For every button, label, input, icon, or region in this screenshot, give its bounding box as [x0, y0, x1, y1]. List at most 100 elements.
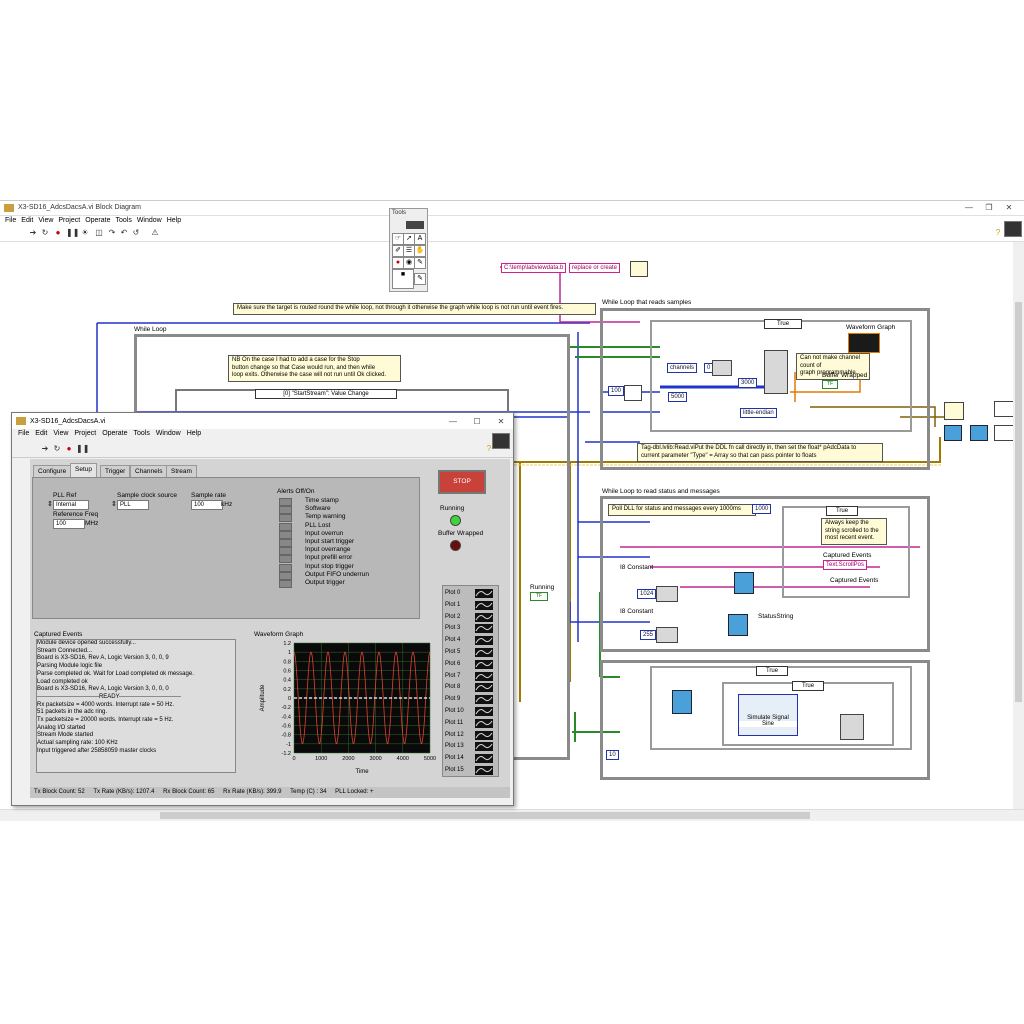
inner-simulate-case-selector[interactable]: True — [792, 681, 824, 691]
plot-legend-item[interactable]: Plot 2 — [445, 612, 497, 623]
maximize-icon[interactable]: ☐ — [473, 417, 481, 426]
get-color-tool-icon[interactable]: ✎ — [414, 257, 426, 269]
alert-toggle[interactable] — [279, 539, 292, 547]
plot-legend-item[interactable]: Plot 12 — [445, 730, 497, 741]
menu-tools[interactable]: Tools — [115, 217, 132, 224]
alert-toggle[interactable] — [279, 580, 292, 588]
pll-ref-select[interactable]: Internal — [53, 500, 89, 510]
menu-operate[interactable]: Operate — [102, 430, 128, 437]
menu-operate[interactable]: Operate — [85, 217, 111, 224]
error-handler-node-2[interactable] — [994, 425, 1014, 441]
tab-stream[interactable]: Stream — [166, 465, 197, 477]
menu-file[interactable]: File — [5, 217, 17, 224]
captured-events-text[interactable]: Module device opened successfully...Stre… — [36, 639, 236, 773]
menu-edit[interactable]: Edit — [21, 217, 34, 224]
array-node-1[interactable] — [712, 360, 732, 376]
error-handler-node-1[interactable] — [994, 401, 1014, 417]
plot-legend-item[interactable]: Plot 11 — [445, 718, 497, 729]
step-out-icon[interactable]: ↺ — [132, 228, 140, 237]
menu-project[interactable]: Project — [74, 430, 97, 437]
simulate-case-selector[interactable]: True — [756, 666, 788, 676]
context-help-icon[interactable]: ? — [995, 228, 1001, 237]
block-diagram-horizontal-scrollbar[interactable] — [0, 809, 1024, 821]
automatic-tool-icon[interactable] — [406, 221, 424, 229]
status-while-loop[interactable] — [600, 496, 930, 652]
constant-255[interactable]: 255 — [640, 630, 657, 640]
constant-100[interactable]: 100 — [608, 386, 625, 396]
menu-view[interactable]: View — [38, 217, 54, 224]
plot-legend-item[interactable]: Plot 4 — [445, 635, 497, 646]
position-tool-icon[interactable]: ➚ — [403, 233, 415, 245]
endian-constant[interactable]: little-endian — [740, 408, 777, 418]
plot-legend-item[interactable]: Plot 13 — [445, 741, 497, 752]
waveform-graph-terminal[interactable] — [848, 333, 880, 353]
menu-help[interactable]: Help — [166, 217, 182, 224]
menu-tools[interactable]: Tools — [133, 430, 150, 437]
context-help-icon[interactable]: ? — [486, 444, 492, 453]
pause-icon[interactable]: ❚❚ — [76, 444, 90, 453]
menu-file[interactable]: File — [18, 430, 30, 437]
step-into-icon[interactable]: ↷ — [108, 228, 116, 237]
plot-legend-item[interactable]: Plot 3 — [445, 623, 497, 634]
close-file-node[interactable] — [944, 402, 964, 420]
plot-legend-item[interactable]: Plot 15 — [445, 765, 497, 776]
wait-ms-node[interactable] — [624, 385, 642, 401]
menu-help[interactable]: Help — [186, 430, 202, 437]
sample-rate-input[interactable]: 100 — [191, 500, 223, 510]
plot-legend-item[interactable]: Plot 1 — [445, 600, 497, 611]
constant-1000[interactable]: 1000 — [752, 504, 772, 514]
tab-setup[interactable]: Setup — [70, 463, 97, 477]
constant-3000[interactable]: 3000 — [738, 378, 758, 388]
plot-legend-item[interactable]: Plot 7 — [445, 671, 497, 682]
samples-case-selector[interactable]: True — [764, 319, 802, 329]
abort-icon[interactable]: ● — [55, 228, 61, 237]
array-node-3[interactable] — [656, 627, 678, 643]
read-dll-node[interactable] — [764, 350, 788, 394]
highlight-execution-icon[interactable]: ☀ — [81, 228, 89, 237]
alert-toggle[interactable] — [279, 530, 292, 539]
alert-toggle[interactable] — [279, 506, 292, 515]
alert-toggle[interactable] — [279, 498, 292, 506]
constant-1024[interactable]: 1024 — [637, 589, 657, 599]
run-continuously-icon[interactable]: ↻ — [41, 228, 49, 237]
channels-constant[interactable]: channels — [667, 363, 698, 373]
plot-legend-item[interactable]: Plot 10 — [445, 706, 497, 717]
alert-toggle[interactable] — [279, 563, 292, 572]
close-icon[interactable]: ✕ — [497, 417, 505, 426]
plot-legend-item[interactable]: Plot 14 — [445, 753, 497, 764]
menu-edit[interactable]: Edit — [35, 430, 48, 437]
run-arrow-icon[interactable]: ➔ — [29, 228, 37, 237]
plot-legend-item[interactable]: Plot 8 — [445, 682, 497, 693]
reference-freq-input[interactable]: 100 — [53, 519, 85, 529]
menu-window[interactable]: Window — [155, 430, 181, 437]
simulate-dll-node[interactable] — [672, 690, 692, 714]
block-diagram-vertical-scrollbar[interactable] — [1013, 242, 1024, 809]
maximize-icon[interactable]: ❐ — [985, 203, 993, 212]
text-tool-icon[interactable]: A — [414, 233, 426, 245]
plot-legend-item[interactable]: Plot 5 — [445, 647, 497, 658]
open-file-node[interactable] — [630, 261, 648, 277]
menu-view[interactable]: View — [53, 430, 69, 437]
scroll-tool-icon[interactable]: ✋ — [414, 245, 426, 257]
brush-tool-icon[interactable]: ✎ — [414, 273, 426, 285]
plot-legend-item[interactable]: Plot 0 — [445, 588, 497, 599]
ring-increment-icon[interactable]: ⇕ — [111, 501, 117, 508]
simulate-while-loop[interactable] — [600, 660, 930, 780]
alert-toggle[interactable] — [279, 547, 292, 556]
plot-legend-item[interactable]: Plot 9 — [445, 694, 497, 705]
stop-button[interactable]: STOP — [438, 470, 486, 494]
alert-toggle[interactable] — [279, 522, 292, 531]
run-arrow-icon[interactable]: ➔ — [41, 444, 49, 453]
alert-toggle[interactable] — [279, 571, 292, 580]
menu-window[interactable]: Window — [136, 217, 162, 224]
abort-icon[interactable]: ● — [66, 444, 72, 453]
tab-channels[interactable]: Channels — [130, 465, 168, 477]
minimize-icon[interactable]: — — [965, 203, 973, 212]
vertical-scroll-thumb[interactable] — [1015, 302, 1022, 702]
minimize-icon[interactable]: — — [449, 417, 457, 426]
step-over-icon[interactable]: ↶ — [120, 228, 128, 237]
close-icon[interactable]: ✕ — [1005, 203, 1013, 212]
warning-icon[interactable]: ⚠ — [151, 228, 159, 237]
alert-toggle[interactable] — [279, 514, 292, 523]
alert-toggle[interactable] — [279, 555, 292, 564]
